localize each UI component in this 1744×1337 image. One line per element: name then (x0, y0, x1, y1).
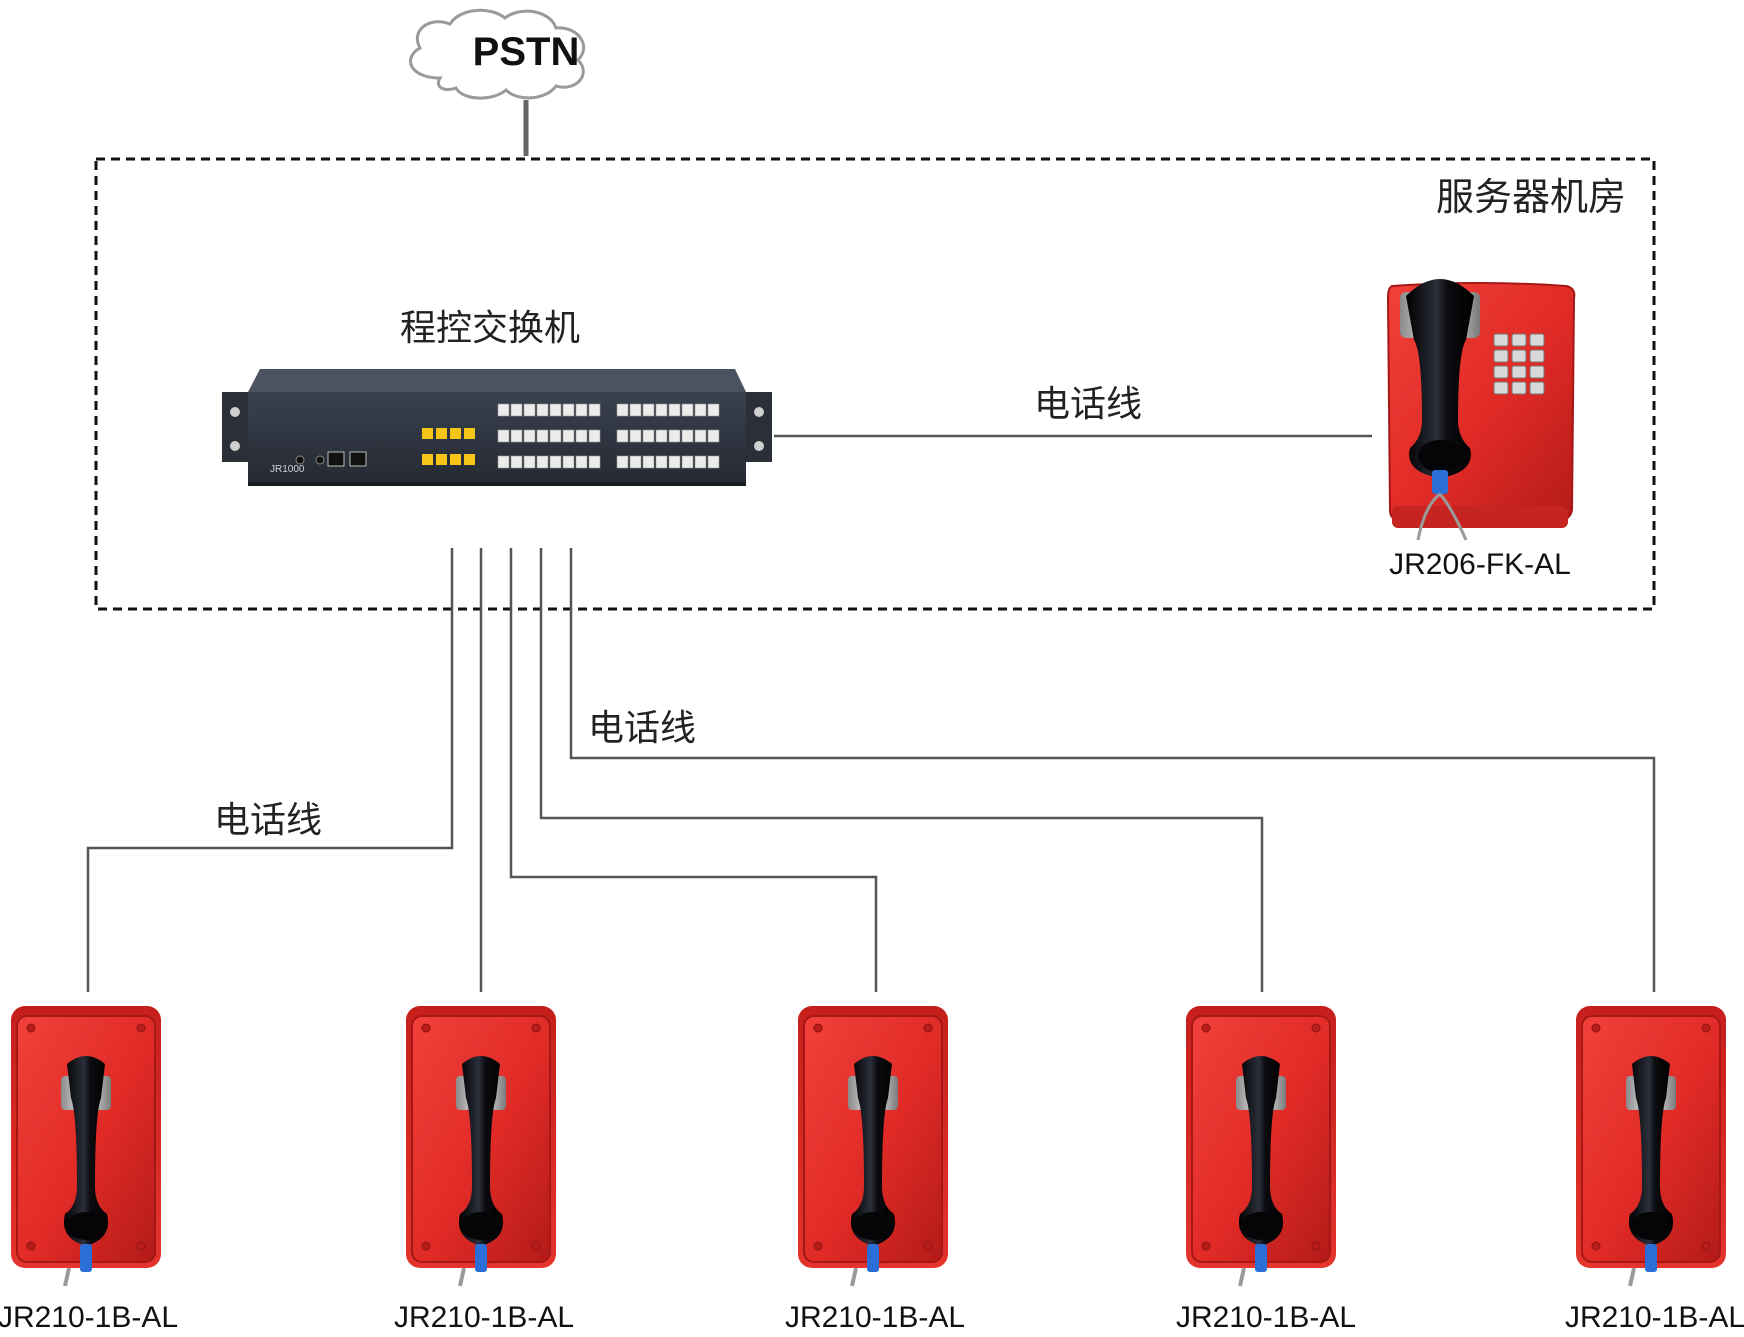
field-phone-model: JR210-1B-AL (785, 1301, 965, 1334)
field-phone-icon (9, 1004, 163, 1288)
desk-phone-model: JR206-FK-AL (1389, 548, 1571, 581)
field-phone-icon (1574, 1004, 1728, 1288)
field-phone-model: JR210-1B-AL (1176, 1301, 1356, 1334)
field-phone-icon (1184, 1004, 1338, 1288)
field-phone-5: JR210-1B-AL (1565, 1004, 1744, 1334)
pbx-device-icon: JR1000 (222, 369, 772, 486)
wire-to-field-phone-1 (86, 548, 454, 992)
pstn-label: PSTN (473, 30, 580, 74)
wire-to-field-phone-5 (569, 548, 1656, 992)
desk-phone-icon (1386, 279, 1576, 541)
pstn-cloud: PSTN (409, 8, 585, 100)
server-room-label: 服务器机房 (1436, 175, 1626, 219)
wire-label-desk-phone: 电话线 (1034, 384, 1142, 425)
field-phone-1: JR210-1B-AL (0, 1004, 178, 1334)
pbx-label: 程控交换机 (400, 308, 580, 349)
field-phone-icon (796, 1004, 950, 1288)
field-phone-model: JR210-1B-AL (0, 1301, 178, 1334)
wire-label-upper: 电话线 (588, 708, 696, 749)
wire-label-lower: 电话线 (214, 800, 322, 841)
field-phone-icon (404, 1004, 558, 1288)
field-phone-3: JR210-1B-AL (785, 1004, 965, 1334)
pbx-model-label: JR1000 (270, 464, 305, 475)
field-phone-4: JR210-1B-AL (1176, 1004, 1356, 1334)
telephone-wires (86, 434, 1656, 992)
wire-to-field-phone-3 (509, 548, 878, 992)
field-phone-model: JR210-1B-AL (394, 1301, 574, 1334)
field-phone-model: JR210-1B-AL (1565, 1301, 1744, 1334)
cloud-icon (409, 8, 585, 100)
wire-to-field-phone-4 (539, 548, 1264, 992)
field-phone-2: JR210-1B-AL (394, 1004, 574, 1334)
